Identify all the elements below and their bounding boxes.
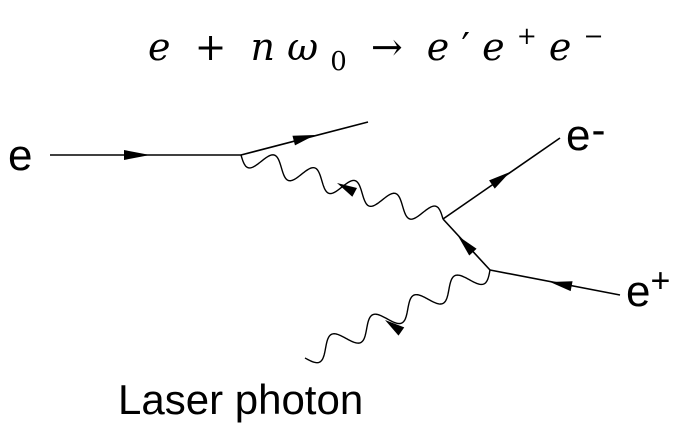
positron-sign: + [650,262,670,300]
arrowhead-internal-fermion [458,236,477,256]
arrowhead-outgoing-electron [489,172,510,189]
arrowhead-virtual-photon [337,183,358,197]
eq-positron-superscript: + [517,22,537,50]
eq-plus: + [195,25,227,69]
fermion-lines [50,121,621,296]
label-incoming-electron: e [8,131,32,180]
eq-lhs-electron: e [148,25,171,69]
eq-rhs-electron: e [549,25,572,69]
arrowhead-incoming-electron [124,150,150,160]
reaction-equation: e + n ω 0 → e ′ e + e − [148,9,604,79]
laser-photon-line [304,269,491,364]
eq-rhs-positron: e [482,25,505,69]
eq-n: n [251,25,275,69]
eq-prime: ′ [461,25,470,69]
positron-letter: e [626,267,650,316]
eq-arrow: → [371,25,403,69]
label-positron: e+ [626,262,670,316]
eq-electron-superscript: − [584,22,604,50]
eq-omega-subscript: 0 [330,47,347,77]
label-outgoing-electron: e- [566,106,605,160]
arrowheads [124,135,573,336]
label-laser-photon: Laser photon [118,376,363,423]
eq-omega: ω [287,25,318,69]
outgoing-electron-letter: e [566,111,590,160]
arrowhead-laser-photon [385,320,405,336]
arrowhead-positron [550,281,573,292]
arrowhead-scattered-electron [292,135,315,146]
eq-rhs-electron-prime: e [427,25,450,69]
outgoing-electron-sign: - [591,106,605,153]
